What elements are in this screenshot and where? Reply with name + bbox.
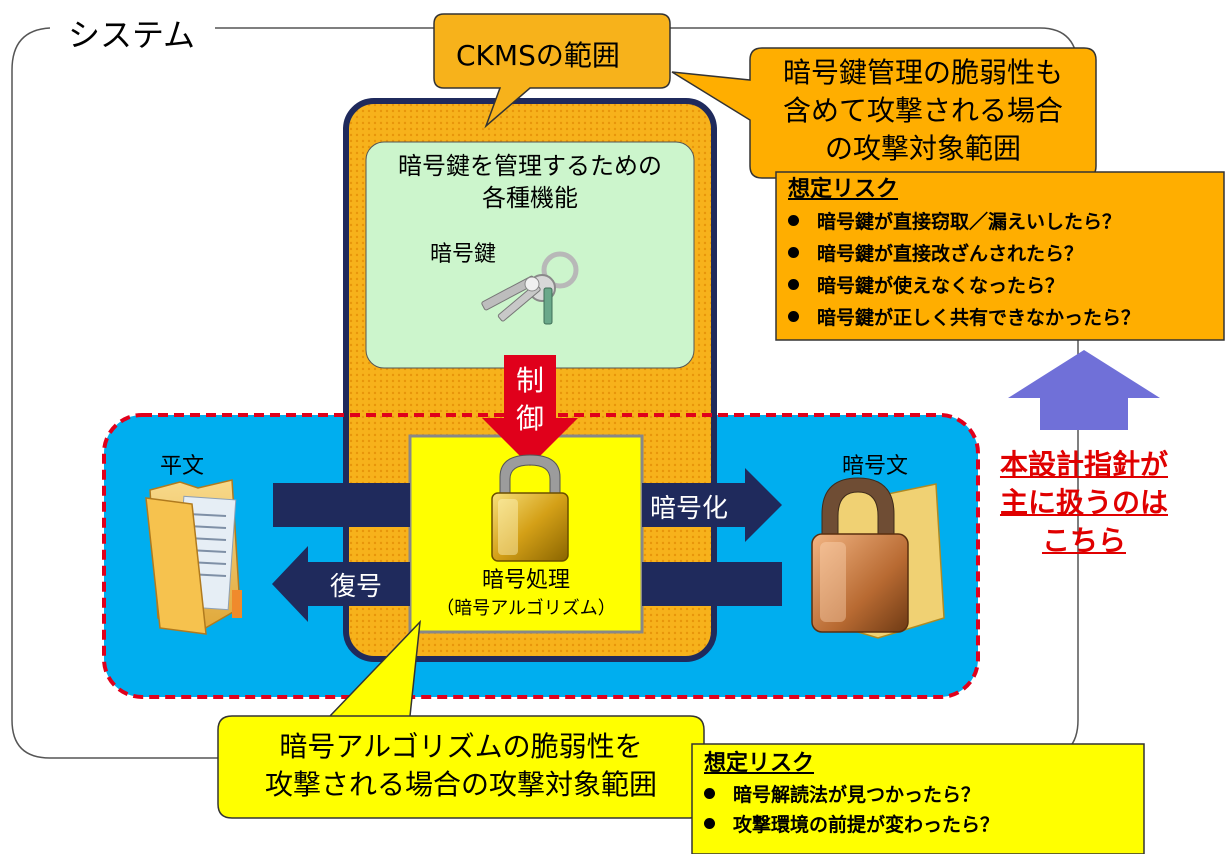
crypto-process-line-2: （暗号アルゴリズム） [436,598,616,619]
key-risk-item: 暗号鍵が正しく共有できなかったら？ [788,302,1218,334]
decrypt-arrow [272,546,782,622]
keys-icon [481,251,579,325]
key-management-text: 暗号鍵を管理するための 各種機能 [366,150,694,214]
key-risk-item-text: 暗号鍵が使えなくなったら？ [817,275,1065,297]
key-risk-item-text: 暗号鍵が直接改ざんされたら？ [817,243,1084,265]
algo-vuln-callout [217,619,705,819]
guideline-line-1: 本設計指針が [999,448,1168,481]
guideline-text: 本設計指針が 主に扱うのは こちら [984,446,1184,560]
key-vuln-line-2: 含めて攻撃される場合 [782,94,1063,127]
decrypt-label: 復号 [330,572,383,602]
algo-risk-item: 攻撃環境の前提が変わったら？ [704,810,1134,840]
algo-risk-list: 想定リスク 暗号解読法が見つかったら？ 攻撃環境の前提が変わったら？ [704,748,1134,840]
key-vuln-callout [671,47,1097,179]
encrypt-arrow [273,468,782,542]
algo-vuln-line-1: 暗号アルゴリズムの脆弱性を [279,730,643,763]
gold-lock-icon [491,454,569,562]
control-arrow [482,355,578,466]
key-label: 暗号鍵 [430,242,497,267]
ciphertext-lock-folder-icon [811,477,945,639]
key-vuln-callout-text: 暗号鍵管理の脆弱性も 含めて攻撃される場合 の攻撃対象範囲 [750,54,1096,168]
key-risk-item: 暗号鍵が直接窃取／漏えいしたら？ [788,206,1218,238]
algo-risk-item: 暗号解読法が見つかったら？ [704,780,1134,810]
key-risk-box [775,171,1225,341]
guideline-scope-boundary [102,413,980,699]
key-management-line-2: 各種機能 [482,184,578,212]
key-risk-title: 想定リスク [788,177,899,202]
bullet-icon [788,247,799,258]
plaintext-folder-icon [145,479,242,635]
control-line-1: 制 [515,364,544,397]
algo-risk-item-text: 暗号解読法が見つかったら？ [733,784,981,806]
guideline-line-2: 主に扱うのは [999,486,1168,519]
bullet-icon [788,279,799,290]
key-risk-list: 想定リスク 暗号鍵が直接窃取／漏えいしたら？ 暗号鍵が直接改ざんされたら？ 暗号… [788,174,1218,334]
system-label: システム [62,10,202,56]
ckms-callout [433,13,671,129]
algo-vuln-line-2: 攻撃される場合の攻撃対象範囲 [264,768,657,801]
key-risk-item: 暗号鍵が直接改ざんされたら？ [788,238,1218,270]
bullet-icon [704,818,715,829]
key-management-line-1: 暗号鍵を管理するための [398,152,662,180]
key-vuln-line-3: の攻撃対象範囲 [824,132,1021,165]
crypto-process-text: 暗号処理 （暗号アルゴリズム） [410,566,642,622]
ckms-label: CKMSの範囲 [456,39,620,72]
control-line-2: 御 [515,402,544,435]
bullet-icon [788,215,799,226]
key-risk-item-text: 暗号鍵が正しく共有できなかったら？ [817,307,1141,329]
plaintext-label: 平文 [160,454,205,479]
key-risk-item: 暗号鍵が使えなくなったら？ [788,270,1218,302]
algo-risk-title: 想定リスク [704,751,815,776]
bullet-icon [788,311,799,322]
bullet-icon [704,788,715,799]
ciphertext-label: 暗号文 [842,454,909,479]
algo-risk-box [691,743,1145,854]
key-risk-item-text: 暗号鍵が直接窃取／漏えいしたら？ [817,211,1122,233]
encrypt-label: 暗号化 [650,494,729,524]
crypto-process-line-1: 暗号処理 [481,568,570,593]
algo-risk-item-text: 攻撃環境の前提が変わったら？ [733,814,1000,836]
key-vuln-line-1: 暗号鍵管理の脆弱性も [782,56,1063,89]
guideline-arrow [1008,350,1160,430]
guideline-line-3: こちら [1041,524,1126,557]
control-label: 制 御 [504,362,556,438]
algo-vuln-callout-text: 暗号アルゴリズムの脆弱性を 攻撃される場合の攻撃対象範囲 [218,728,704,804]
